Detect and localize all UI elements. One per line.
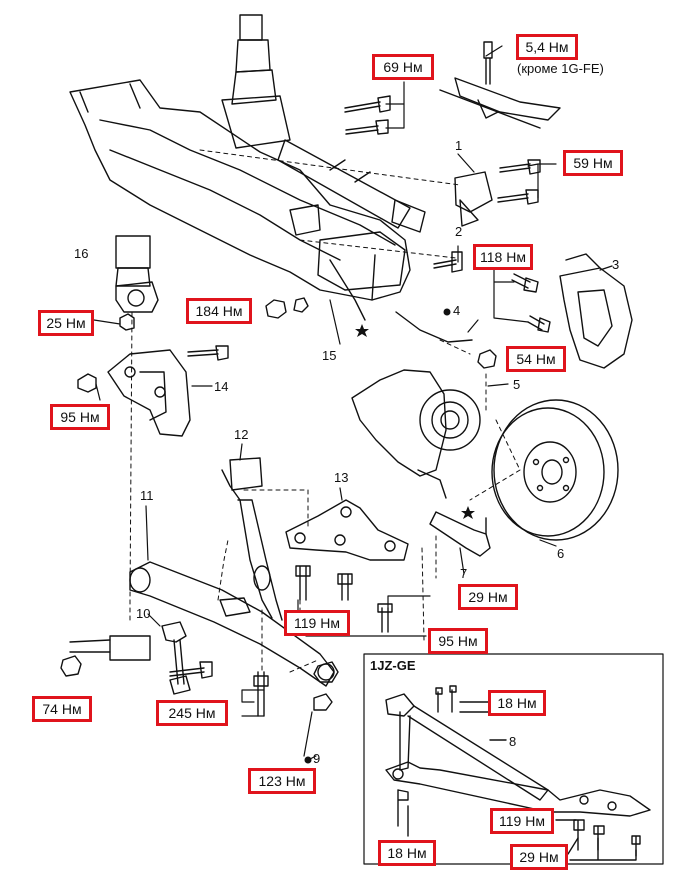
bolts <box>169 41 551 717</box>
part-number-11: 11 <box>140 488 154 503</box>
bracket-13 <box>285 499 409 561</box>
torque-label-74: 74 Нм <box>32 696 92 722</box>
part-number-8: 8 <box>509 734 517 749</box>
knuckle-hub <box>351 311 481 499</box>
part-number-13: 13 <box>334 470 349 485</box>
part-number-10: 10 <box>136 606 151 621</box>
strut-rod-12 <box>221 457 283 621</box>
part-number-4: 4 <box>453 303 461 318</box>
part-number-6: 6 <box>557 546 565 561</box>
part-number-1: 1 <box>455 138 463 153</box>
leader-lines <box>93 45 613 761</box>
torque-label-69: 69 Нм <box>372 54 434 80</box>
part-number-15: 15 <box>322 348 337 363</box>
torque-label-54: 54 Нм <box>506 346 566 372</box>
torque-label-119-center: 119 Нм <box>284 610 350 636</box>
part-number-5: 5 <box>513 377 521 392</box>
part-number-14: 14 <box>214 379 229 394</box>
torque-label-29-center: 29 Нм <box>458 584 518 610</box>
inset-1jz-ge <box>363 653 664 865</box>
part-number-3: 3 <box>612 257 620 272</box>
part-number-9: 9 <box>313 751 321 766</box>
torque-label-118: 118 Нм <box>473 244 533 270</box>
torque-label-245: 245 Нм <box>156 700 228 726</box>
torque-label-25: 25 Нм <box>38 310 94 336</box>
tie-rod-7 <box>429 511 491 557</box>
part-number-7: 7 <box>460 566 468 581</box>
torque-label-95-center: 95 Нм <box>428 628 488 654</box>
stabilizer-link-10 <box>69 621 191 695</box>
brake-disc-6 <box>491 399 619 541</box>
torque-label-5-4: 5,4 Нм <box>516 34 578 60</box>
torque-label-119-inset: 119 Нм <box>490 808 554 834</box>
star-markers <box>355 324 475 519</box>
caliper-3 <box>559 253 633 369</box>
torque-label-184: 184 Нм <box>186 298 252 324</box>
nuts <box>60 297 497 711</box>
part-number-2: 2 <box>455 224 463 239</box>
torque-label-18-bottom: 18 Нм <box>378 840 436 866</box>
strut-16 <box>115 235 159 313</box>
dashed-guides <box>129 149 521 673</box>
note-except-1g-fe: (кроме 1G-FE) <box>517 61 604 76</box>
torque-label-59: 59 Нм <box>563 150 623 176</box>
torque-label-29-inset: 29 Нм <box>510 844 568 870</box>
dot-markers <box>304 308 451 764</box>
crossmember <box>69 79 411 321</box>
upper-bracket <box>439 77 561 129</box>
inset-title: 1JZ-GE <box>370 658 416 673</box>
torque-label-18-top: 18 Нм <box>488 690 546 716</box>
part-number-16: 16 <box>74 246 89 261</box>
torque-label-95-left: 95 Нм <box>50 404 110 430</box>
steering-rack <box>221 14 426 233</box>
part-number-12: 12 <box>234 427 249 442</box>
torque-label-123: 123 Нм <box>248 768 316 794</box>
bracket-14 <box>107 349 191 437</box>
mount-bracket-1 <box>454 171 493 227</box>
